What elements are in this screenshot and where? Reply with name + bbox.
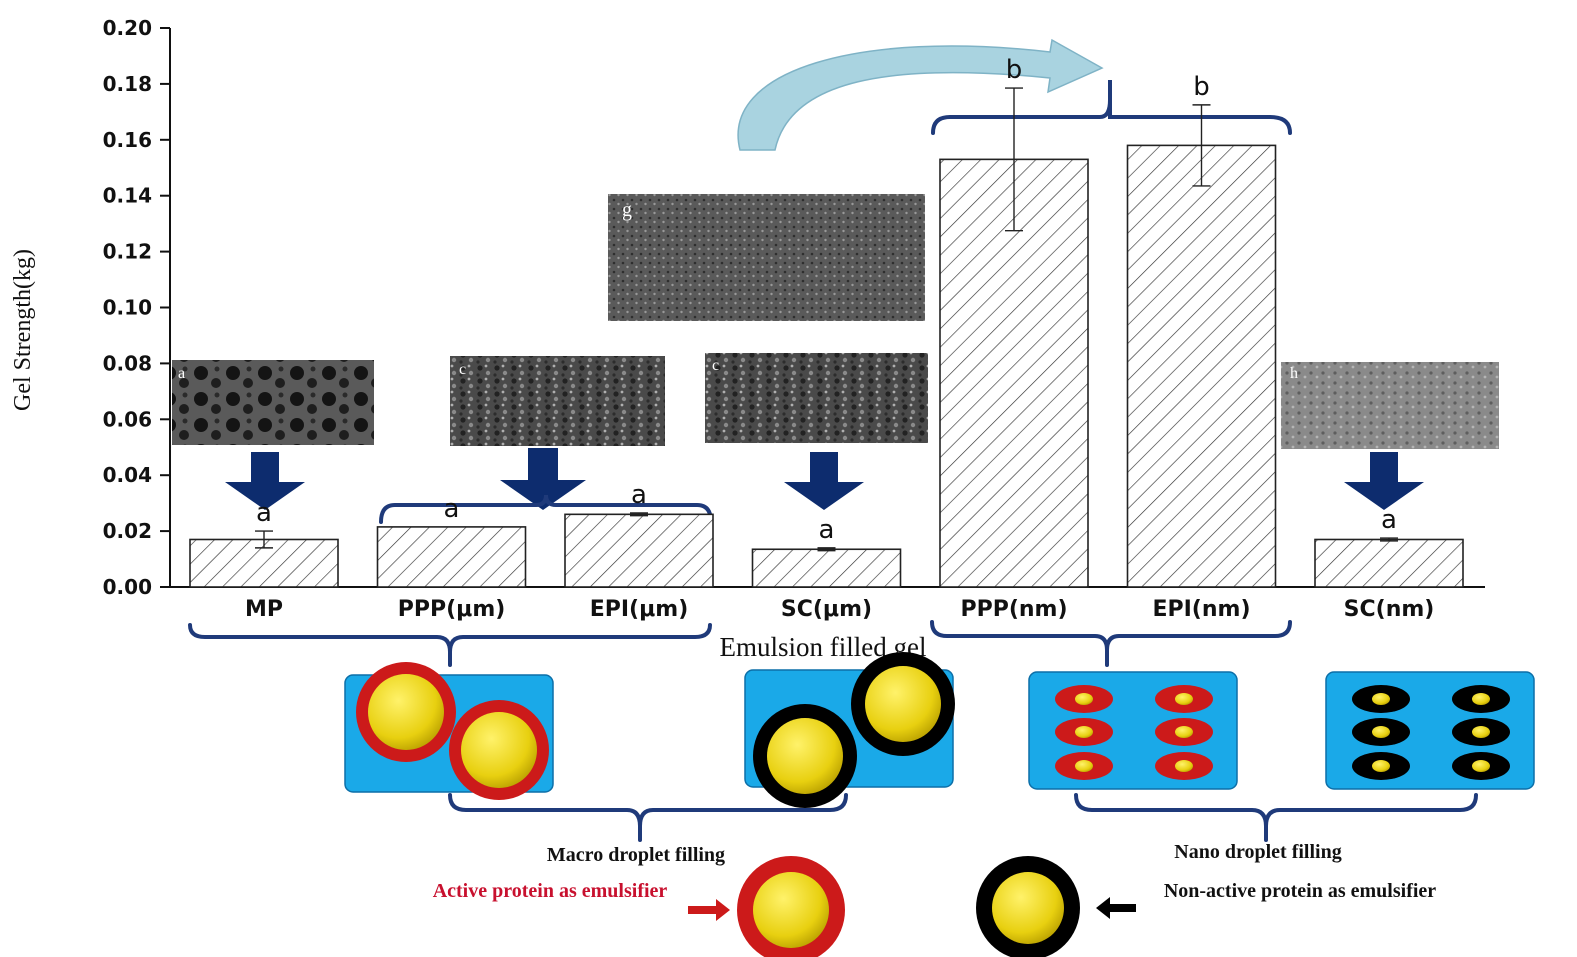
significance-label: a bbox=[631, 480, 647, 510]
sem-panel-letter-sc: c bbox=[712, 357, 719, 374]
nano-droplet-core bbox=[1372, 726, 1390, 738]
bar bbox=[376, 526, 527, 588]
curved-arrow-icon bbox=[737, 38, 1104, 151]
x-category-label: EPI(nm) bbox=[1152, 597, 1250, 622]
y-ticks: 0.00 0.02 0.04 0.06 0.08 0.10 0.12 0.14 0.16 0.18… bbox=[103, 16, 170, 599]
significance-label: a bbox=[444, 494, 460, 524]
sem-image-ppp-epi-um bbox=[450, 356, 665, 446]
nano-droplet-core bbox=[1372, 760, 1390, 772]
bar bbox=[1126, 144, 1277, 588]
y-tick-label: 0.08 bbox=[103, 351, 152, 375]
bracket-nano-filling bbox=[1074, 793, 1478, 842]
down-arrow-icon bbox=[500, 448, 586, 510]
bar bbox=[564, 513, 714, 588]
sem-panel-letter-nano: g bbox=[622, 199, 632, 221]
x-category-label: SC(μm) bbox=[781, 597, 872, 622]
schematics bbox=[344, 652, 1535, 808]
nano-droplet-core bbox=[1075, 726, 1093, 738]
bar bbox=[751, 548, 902, 588]
significance-label: a bbox=[256, 498, 272, 528]
significance-label: b bbox=[1006, 55, 1023, 85]
x-category-label: SC(nm) bbox=[1344, 597, 1435, 622]
sem-image-sc-nm bbox=[1281, 362, 1499, 449]
bars: a a a a b b a bbox=[189, 55, 1464, 588]
bracket-ppp-epi-um bbox=[379, 494, 713, 524]
legend-nonactive-text: Non-active protein as emulsifier bbox=[1163, 880, 1437, 902]
significance-label: a bbox=[819, 515, 835, 545]
sem-image-mp bbox=[172, 360, 374, 445]
brackets bbox=[188, 80, 1478, 842]
legend-arrow-icon bbox=[688, 899, 730, 921]
down-arrow-icon bbox=[225, 452, 305, 510]
y-tick-label: 0.04 bbox=[103, 463, 152, 487]
sem-panel-letter-mp: a bbox=[178, 365, 185, 382]
nano-droplet-core bbox=[1075, 760, 1093, 772]
legend-arrow-icon bbox=[1096, 897, 1136, 919]
y-tick-label: 0.20 bbox=[103, 16, 152, 40]
nano-droplet-core bbox=[1075, 693, 1093, 705]
nano-droplet-core bbox=[1472, 726, 1490, 738]
x-category-label: PPP(μm) bbox=[398, 597, 506, 622]
x-category-label: EPI(μm) bbox=[590, 597, 689, 622]
y-tick-label: 0.16 bbox=[103, 128, 152, 152]
y-tick-label: 0.02 bbox=[103, 519, 152, 543]
macro-droplet-label: Macro droplet filling bbox=[547, 844, 725, 866]
sem-panel-letter-ppp-epi: c bbox=[459, 361, 466, 378]
nano-droplet-core bbox=[1472, 693, 1490, 705]
bracket-micro-bottom bbox=[188, 623, 712, 667]
y-tick-label: 0.10 bbox=[103, 296, 152, 320]
y-tick-label: 0.06 bbox=[103, 407, 152, 431]
significance-label: a bbox=[1381, 505, 1397, 535]
down-arrow-icon bbox=[1344, 452, 1424, 510]
significance-label: b bbox=[1193, 72, 1210, 102]
legend: Active protein as emulsifier Non-active … bbox=[432, 856, 1437, 957]
legend-active-text: Active protein as emulsifier bbox=[432, 880, 668, 902]
nano-droplet-core bbox=[1175, 726, 1193, 738]
sem-panel-letter-sc-nm: h bbox=[1290, 365, 1298, 382]
x-category-label: PPP(nm) bbox=[960, 597, 1067, 622]
down-arrow-icon bbox=[784, 452, 864, 510]
bar bbox=[1314, 538, 1464, 588]
nano-droplet-core bbox=[1372, 693, 1390, 705]
sem-image-nano bbox=[608, 194, 925, 321]
bracket-macro-filling bbox=[448, 793, 848, 842]
sem-insets: a c c g h bbox=[172, 194, 1499, 449]
y-tick-label: 0.18 bbox=[103, 72, 152, 96]
y-axis-label: Gel Strength(kg) bbox=[10, 249, 36, 411]
down-arrows bbox=[225, 448, 1424, 510]
category-labels: MP PPP(μm) EPI(μm) SC(μm) PPP(nm) EPI(nm) SC(n… bbox=[245, 597, 1434, 622]
sem-image-sc-um bbox=[705, 353, 928, 443]
y-tick-label: 0.00 bbox=[103, 575, 152, 599]
nano-droplet-core bbox=[1472, 760, 1490, 772]
bracket-nano-bottom bbox=[930, 620, 1292, 667]
nano-droplet-label: Nano droplet filling bbox=[1174, 841, 1341, 863]
x-category-label: MP bbox=[245, 597, 283, 622]
nano-droplet-core bbox=[1175, 760, 1193, 772]
bracket-nano-top bbox=[931, 80, 1292, 135]
nano-droplet-core bbox=[1175, 693, 1193, 705]
y-tick-label: 0.14 bbox=[103, 184, 152, 208]
y-tick-label: 0.12 bbox=[103, 240, 152, 264]
